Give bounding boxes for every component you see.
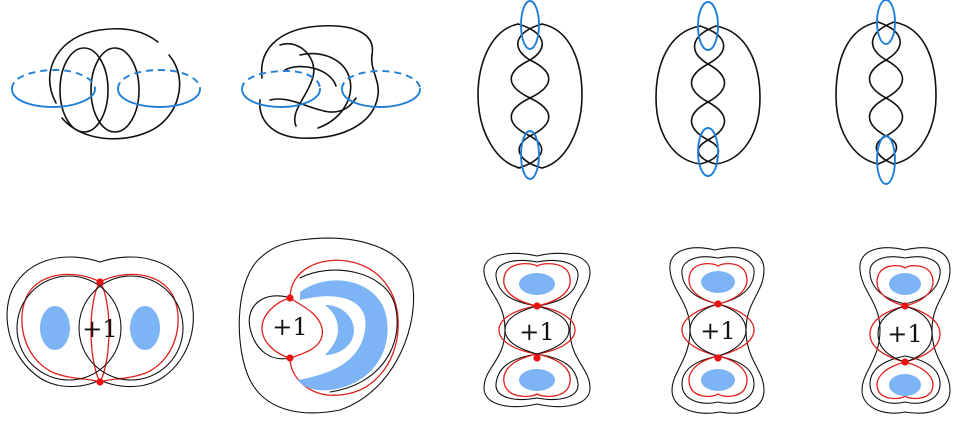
red-point [96,278,103,285]
red-point [714,300,721,307]
knot-diagram-5 [836,0,936,184]
knot-diagram-4 [656,2,760,176]
red-point [714,354,721,361]
blue-region [889,374,921,396]
knot-diagram-3 [478,1,582,179]
red-point [901,358,908,365]
blue-region [519,273,555,295]
knot-diagram-2 [242,26,420,138]
knot-diagram-1 [12,29,200,139]
red-point [533,302,540,309]
blue-region [889,273,921,295]
surface-panel-1: +1 [7,257,193,387]
red-point [901,302,908,309]
panel-label-1: +1 [82,315,117,343]
surface-panel-5: +1 [860,248,950,413]
red-point [533,354,540,361]
surface-panel-2: +1 [239,238,413,413]
blue-region [701,271,735,293]
red-point [286,354,293,361]
blue-region [519,369,555,391]
red-point [286,294,293,301]
panel-label-4: +1 [700,317,735,345]
red-point [96,378,103,385]
panel-label-2: +1 [272,313,307,341]
blue-region [701,369,735,391]
blue-region [325,305,354,355]
panel-label-3: +1 [519,318,554,346]
blue-region [130,306,160,350]
surface-panel-3: +1 [484,253,590,406]
panel-label-5: +1 [887,320,922,348]
blue-region [40,306,70,350]
surface-panel-4: +1 [670,248,764,413]
